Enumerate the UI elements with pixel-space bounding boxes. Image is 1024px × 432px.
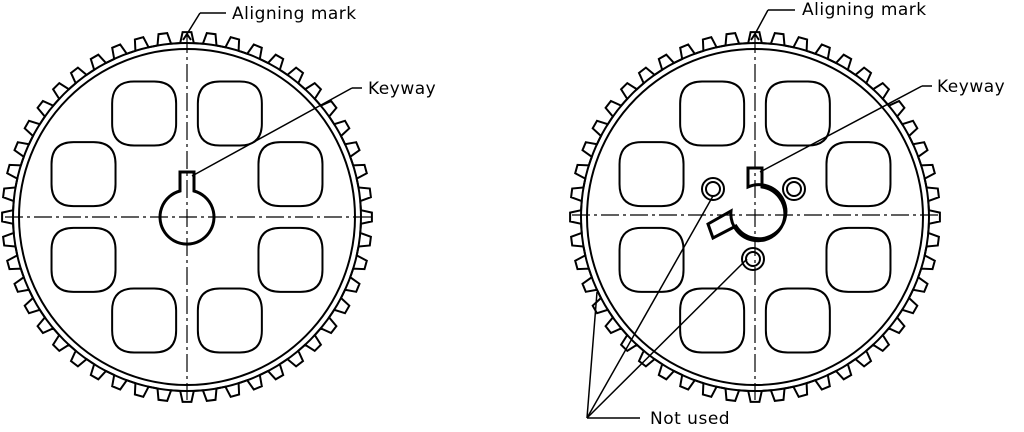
unused-hole-right-inner bbox=[786, 181, 802, 197]
aligning-mark-leader-right bbox=[754, 9, 769, 35]
not-used-leader-2 bbox=[586, 258, 748, 419]
lightening-hole bbox=[825, 141, 892, 208]
lightening-hole bbox=[618, 226, 685, 293]
lightening-hole bbox=[679, 287, 746, 354]
lightening-hole bbox=[764, 287, 831, 354]
lightening-holes-left bbox=[50, 80, 324, 354]
keyway-label-left: Keyway bbox=[368, 79, 436, 99]
unused-hole-bottom bbox=[741, 247, 765, 271]
lightening-hole bbox=[257, 141, 324, 208]
aligning-mark-label-left: Aligning mark bbox=[232, 4, 357, 24]
lightening-hole bbox=[825, 226, 892, 293]
lightening-hole bbox=[679, 80, 746, 147]
lightening-hole bbox=[111, 80, 178, 147]
not-used-leader-1 bbox=[586, 291, 598, 419]
lightening-hole bbox=[50, 141, 117, 208]
unused-hole-left-inner bbox=[705, 181, 721, 197]
keyway-leader-left bbox=[191, 87, 353, 177]
aligning-mark-label-right: Aligning mark bbox=[802, 0, 927, 20]
lightening-hole bbox=[618, 141, 685, 208]
keyway-leader-right bbox=[759, 85, 923, 173]
lightening-hole bbox=[196, 80, 263, 147]
timing-gear-right: Aligning mark Keyway Not used bbox=[569, 0, 1005, 429]
lightening-hole bbox=[50, 226, 117, 293]
lightening-holes-right bbox=[618, 80, 892, 354]
keyway-hub-left bbox=[158, 170, 216, 246]
aligning-mark-leader-left bbox=[186, 12, 201, 35]
lightening-hole bbox=[196, 287, 263, 354]
unused-hole-left bbox=[701, 177, 725, 201]
timing-gear-left: Aligning mark Keyway bbox=[1, 4, 436, 403]
lightening-hole bbox=[764, 80, 831, 147]
not-used-leader-3 bbox=[586, 195, 714, 419]
keyway-hub-right bbox=[706, 166, 788, 243]
unused-hole-bottom-inner bbox=[745, 251, 761, 267]
unused-hole-right bbox=[782, 177, 806, 201]
lightening-hole bbox=[111, 287, 178, 354]
lightening-hole bbox=[257, 226, 324, 293]
keyway-label-right: Keyway bbox=[937, 77, 1005, 97]
not-used-label: Not used bbox=[650, 409, 730, 429]
